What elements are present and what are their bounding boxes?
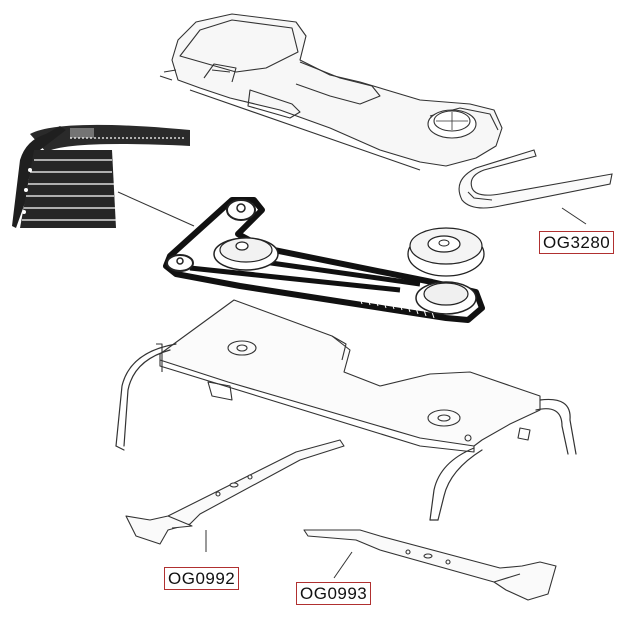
- leader-og3280: [561, 207, 587, 225]
- toothed-belt-detail: [12, 124, 190, 228]
- leader-og0993: [333, 551, 353, 579]
- frame-rods: [115, 343, 577, 521]
- blade-og0992: [125, 439, 345, 545]
- part-label-og0992: OG0992: [164, 567, 240, 590]
- blade-og0993: [303, 529, 557, 601]
- leader-belt-detail: [117, 191, 195, 227]
- part-label-og0993: OG0993: [296, 582, 372, 605]
- deck-cover: [159, 13, 503, 171]
- part-label-og3280: OG3280: [539, 231, 615, 254]
- drive-belt-og3280: [458, 149, 613, 209]
- belt-pulley-assembly: [163, 197, 485, 323]
- deck-plate: [156, 299, 541, 453]
